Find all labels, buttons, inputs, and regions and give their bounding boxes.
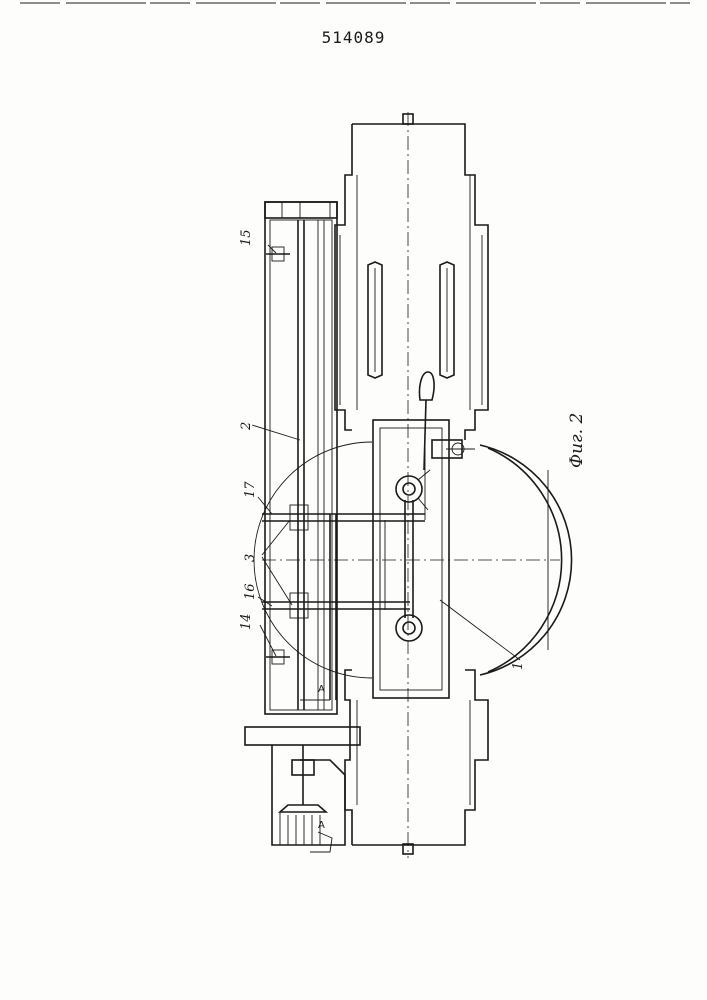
section-a-lower: A	[318, 820, 325, 831]
label-14: 14	[239, 613, 254, 630]
lever-handle	[419, 372, 475, 470]
clamp-assembly	[245, 700, 360, 852]
figure-caption: Фиг. 2	[567, 413, 587, 468]
leader-lines	[252, 245, 520, 660]
label-1: 1	[511, 662, 526, 670]
cross-rods	[262, 505, 425, 700]
label-15: 15	[239, 229, 254, 246]
label-16: 16	[243, 583, 258, 600]
guide-slots	[368, 262, 454, 378]
section-a-upper: A	[318, 684, 325, 695]
lower-housing	[345, 670, 488, 845]
label-2: 2	[239, 422, 254, 431]
label-3: 3	[243, 554, 258, 562]
label-17: 17	[243, 481, 258, 498]
upper-housing	[335, 124, 488, 440]
carriage-plate	[373, 420, 449, 698]
rail-frame	[265, 202, 337, 714]
